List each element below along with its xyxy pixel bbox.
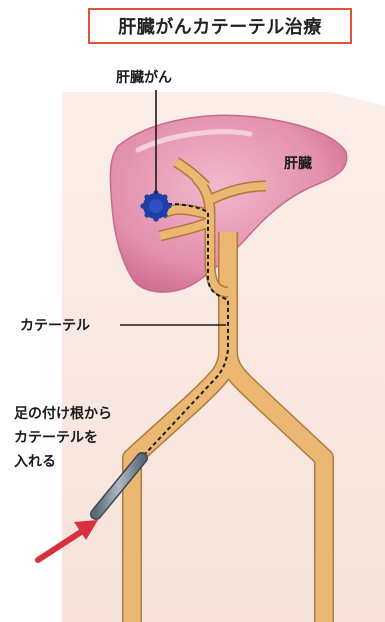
label-insert-line-2: カテーテルを — [14, 430, 98, 446]
label-liver: 肝臓 — [284, 155, 312, 172]
label-insert-line-3: 入れる — [14, 454, 56, 470]
label-insert-line-1: 足の付け根から — [14, 405, 112, 422]
label-liver-cancer: 肝臓がん — [116, 69, 172, 86]
label-catheter: カテーテル — [20, 318, 90, 334]
